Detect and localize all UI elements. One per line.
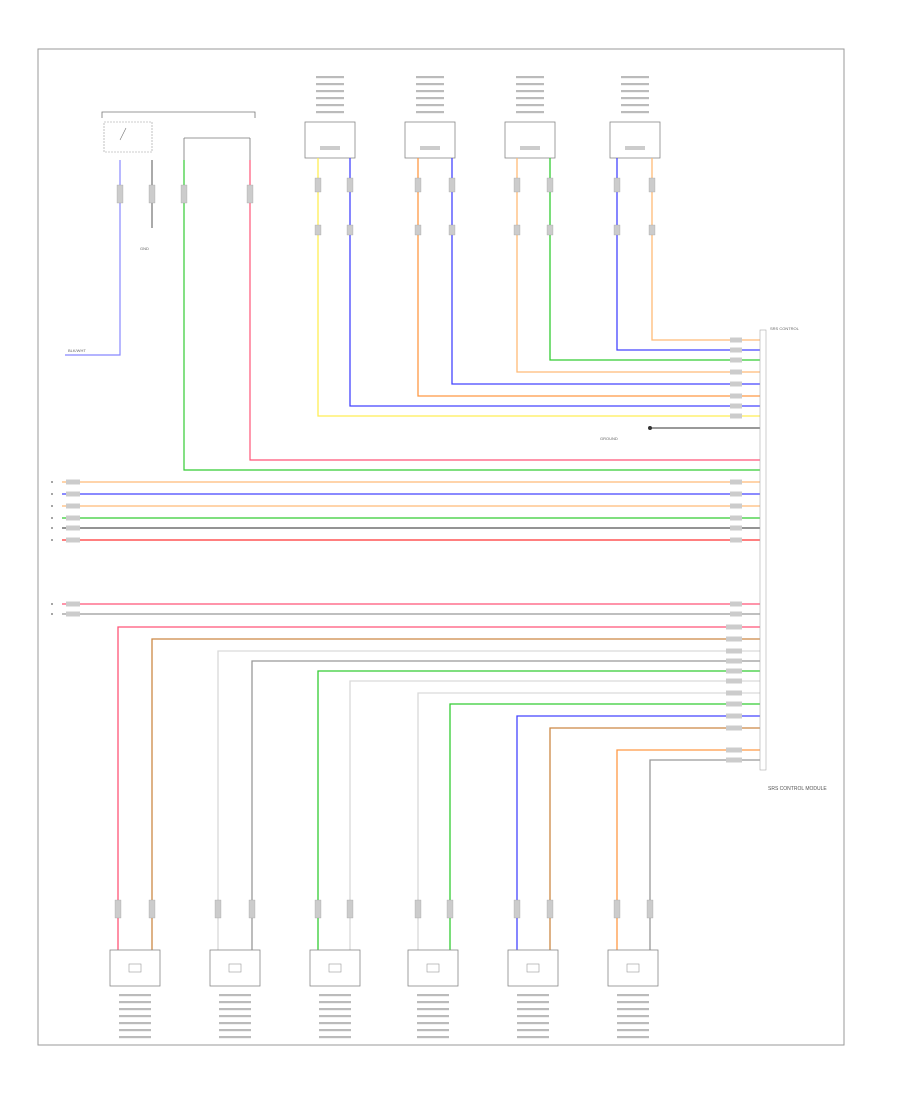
top-feed-wire-7 <box>613 158 760 353</box>
bottom-feed-wire-8 <box>446 701 760 950</box>
top-feed-wire-2 <box>346 158 760 409</box>
top-component-c4 <box>609 76 661 159</box>
bottom-feed-wire-3 <box>214 648 760 950</box>
left-horizontal-wires <box>51 479 760 617</box>
bottom-feed-wire-5 <box>314 668 760 950</box>
left-horizontal-wire-7 <box>51 601 760 607</box>
top-feed-wire-3 <box>414 158 760 399</box>
top-component-c2 <box>404 76 456 159</box>
bottom-component-b4 <box>407 949 459 1039</box>
top-feed-wire-5 <box>513 158 760 375</box>
top-feed-wire-8 <box>648 158 760 343</box>
module-ground-wire: GROUND <box>600 426 760 441</box>
srs-module-connector: SRS CONTROL <box>759 326 800 771</box>
left-horizontal-wire-6 <box>51 537 760 543</box>
top-feed-wires <box>314 158 760 419</box>
bottom-feed-wire-6 <box>346 678 760 950</box>
module-label: SRS CONTROL MODULE <box>768 786 827 792</box>
top-feed-wire-4 <box>448 158 760 387</box>
left-horizontal-wire-4 <box>51 515 760 521</box>
bottom-component-b6 <box>607 949 659 1039</box>
bottom-feed-wire-7 <box>414 690 760 950</box>
bottom-feed-wires <box>114 624 760 950</box>
bottom-feed-wire-12 <box>646 757 760 950</box>
diagram-border <box>37 48 845 1046</box>
bottom-feed-wire-11 <box>613 747 760 950</box>
svg-text:BLK/WHT: BLK/WHT <box>68 348 86 353</box>
left-horizontal-wire-2 <box>51 491 760 497</box>
svg-text:SRS CONTROL: SRS CONTROL <box>770 326 800 331</box>
bottom-component-b2 <box>209 949 261 1039</box>
svg-text:GND: GND <box>140 246 149 251</box>
left-horizontal-wire-8 <box>51 611 760 617</box>
top-feed-wire-6 <box>546 158 760 363</box>
relay-block: GND <box>101 111 256 251</box>
left-horizontal-wire-1 <box>51 479 760 485</box>
bottom-feed-wire-9 <box>513 713 760 950</box>
bottom-component-b5 <box>507 949 559 1039</box>
relay-wires: BLK/WHT <box>65 160 760 471</box>
svg-text:GROUND: GROUND <box>600 436 618 441</box>
bottom-components <box>109 949 659 1039</box>
bottom-feed-wire-2 <box>148 636 760 950</box>
top-components <box>304 76 661 159</box>
bottom-component-b3 <box>309 949 361 1039</box>
left-horizontal-wire-5 <box>51 525 760 531</box>
bottom-component-b1 <box>109 949 161 1039</box>
top-component-c1 <box>304 76 356 159</box>
bottom-feed-wire-1 <box>114 624 760 950</box>
bottom-feed-wire-10 <box>546 725 760 950</box>
left-horizontal-wire-3 <box>51 503 760 509</box>
bottom-feed-wire-4 <box>248 658 760 950</box>
top-feed-wire-1 <box>314 158 760 419</box>
top-component-c3 <box>504 76 556 159</box>
